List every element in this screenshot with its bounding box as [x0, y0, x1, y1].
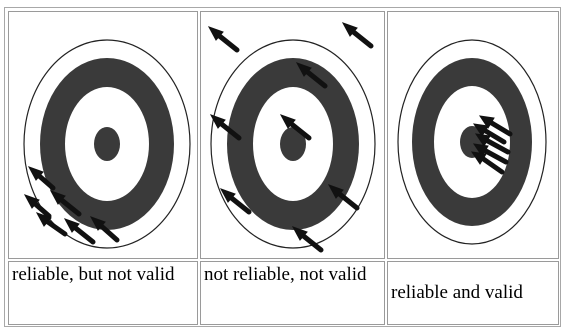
arrow: [343, 23, 371, 46]
target-1: [9, 12, 197, 258]
caption-not-reliable-not-valid: not reliable, not valid: [200, 261, 385, 325]
panel-2-image: [200, 11, 385, 259]
panel-3-image: [387, 11, 559, 259]
arrow: [209, 27, 237, 50]
target-3: [388, 12, 558, 258]
target-bullseye: [94, 127, 120, 161]
caption-reliable-and-valid: reliable and valid: [387, 261, 559, 325]
target-2: [201, 12, 384, 258]
panel-1-image: [8, 11, 198, 259]
reliability-validity-table: reliable, but not valid not reliable, no…: [4, 7, 561, 327]
caption-reliable-not-valid: reliable, but not valid: [8, 261, 198, 325]
